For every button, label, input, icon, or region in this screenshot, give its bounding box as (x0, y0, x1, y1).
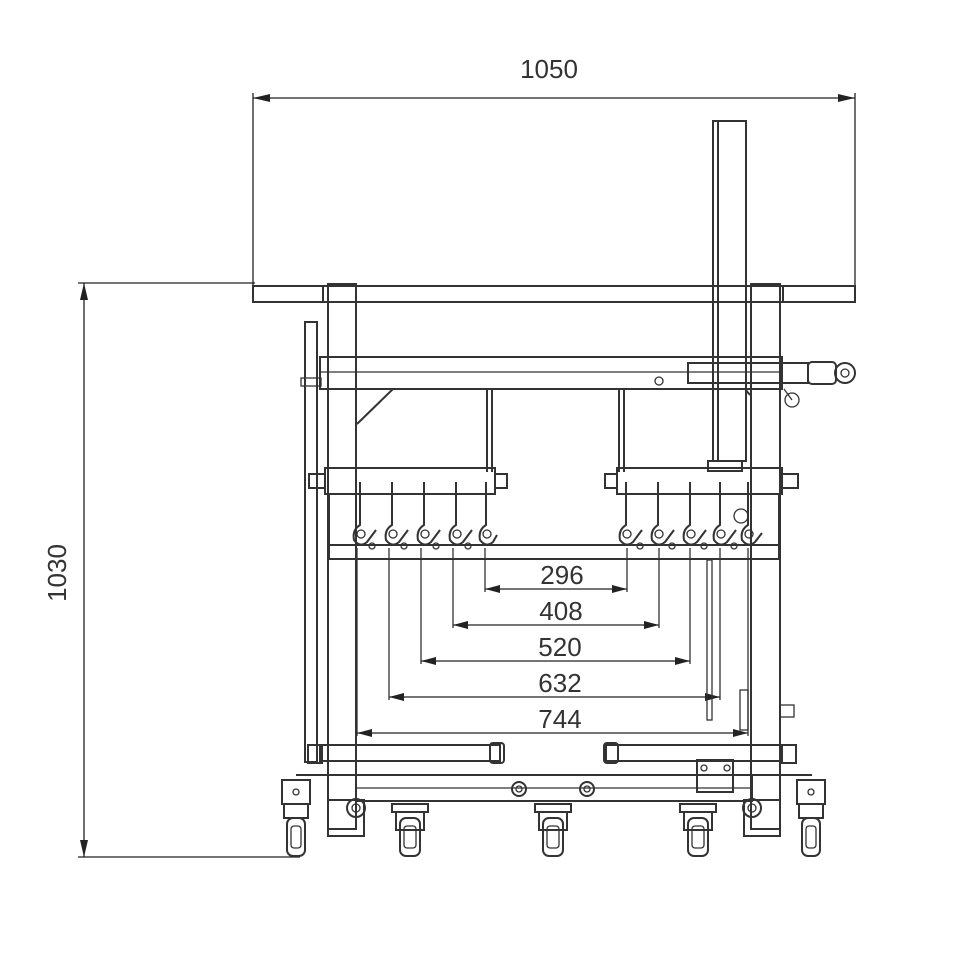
right-hook-carriage (604, 467, 799, 550)
hook (478, 482, 498, 546)
dimension-label: 744 (538, 704, 581, 734)
handle-rod (300, 321, 322, 763)
caster-left-bracket (327, 798, 366, 837)
height-dimension: 1030 (42, 282, 300, 858)
left-column (327, 283, 357, 830)
hook (448, 482, 473, 546)
caster-mid-right (679, 803, 717, 857)
dimension-label: 296 (540, 560, 583, 590)
left-brace (356, 388, 396, 425)
spacing-dimension-744: 744 (357, 704, 748, 737)
hook (682, 482, 707, 546)
vertical-post (712, 120, 747, 462)
post-bracket (707, 460, 743, 472)
right-side-fittings (706, 559, 795, 731)
hook (352, 482, 377, 546)
hook (712, 482, 737, 546)
caster-left-outer (281, 779, 311, 857)
caster-right-outer (796, 779, 826, 857)
dimension-label: 408 (539, 596, 582, 626)
width-dimension: 1050 (252, 54, 856, 285)
hook (740, 482, 763, 546)
hanging-rods (486, 389, 625, 472)
right-brace (742, 388, 751, 396)
left-hook-carriage (308, 467, 508, 550)
caster-mid-left (391, 803, 429, 857)
width-label: 1050 (520, 54, 578, 84)
height-label: 1030 (42, 544, 72, 602)
hook (618, 482, 643, 546)
dimension-label: 632 (538, 668, 581, 698)
base-bars (296, 742, 812, 802)
spacing-dimension-520: 520 (421, 632, 690, 665)
dimension-label: 520 (538, 632, 581, 662)
hook (650, 482, 675, 546)
top-crossbar (252, 285, 856, 303)
hook (384, 482, 409, 546)
carriage-rail (328, 544, 780, 560)
caster-center (534, 803, 572, 857)
spacing-dimension-296: 296 (485, 560, 627, 593)
spacing-dimension-632: 632 (389, 668, 720, 701)
spacing-dimension-408: 408 (453, 596, 659, 629)
middle-beam (319, 356, 856, 408)
hook (416, 482, 441, 546)
caster-right-bracket (742, 798, 781, 837)
right-column (750, 283, 781, 830)
